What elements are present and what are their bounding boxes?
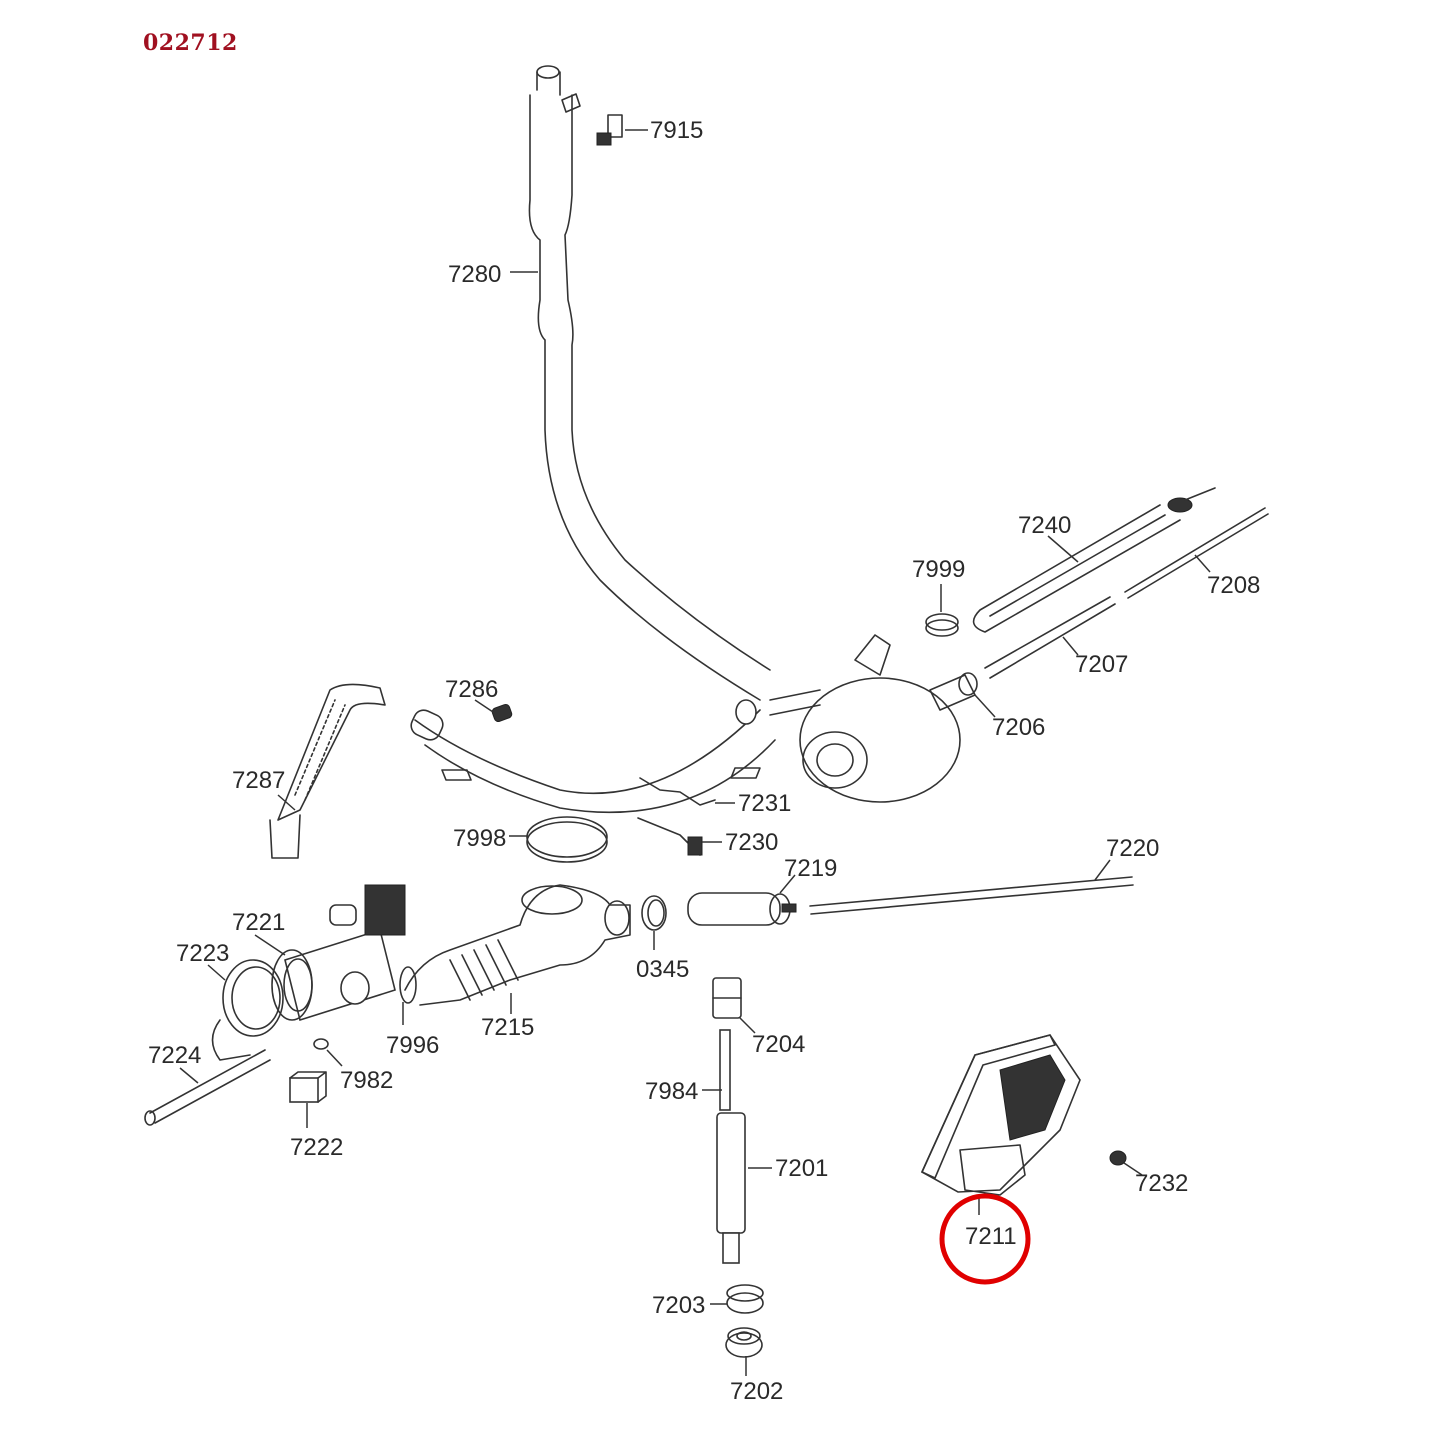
- part-7287-corrugated-hose[interactable]: 7287: [232, 683, 386, 859]
- highlight-circle: [939, 1193, 1031, 1285]
- label-7984[interactable]: 7984: [645, 1078, 698, 1105]
- label-7996[interactable]: 7996: [386, 1032, 439, 1059]
- part-7999-hose-clamp[interactable]: 7999: [912, 556, 965, 637]
- part-7280-vertical-hose[interactable]: 7280: [408, 65, 776, 814]
- label-7215[interactable]: 7215: [481, 1014, 534, 1041]
- label-7206[interactable]: 7206: [992, 714, 1045, 741]
- diagram-id: 022712: [143, 30, 238, 56]
- label-7224[interactable]: 7224: [148, 1042, 201, 1069]
- part-7231-wire-clip[interactable]: 7231: [639, 777, 791, 817]
- part-7240-heating-element[interactable]: 7240: [972, 487, 1216, 633]
- part-7204-connector-block[interactable]: 7204: [712, 977, 805, 1058]
- label-7203[interactable]: 7203: [652, 1292, 705, 1319]
- part-7219-filter-cartridge[interactable]: 7219: [687, 855, 837, 926]
- label-7982[interactable]: 7982: [340, 1067, 393, 1094]
- part-0345-o-ring[interactable]: 0345: [636, 895, 689, 983]
- label-7202[interactable]: 7202: [730, 1378, 783, 1405]
- part-7206-circulation-pump[interactable]: 7206: [769, 634, 1045, 803]
- label-7287[interactable]: 7287: [232, 767, 285, 794]
- label-7211[interactable]: 7211: [965, 1223, 1017, 1250]
- label-7998[interactable]: 7998: [453, 825, 506, 852]
- part-7215-bellows-hose[interactable]: 7215: [404, 884, 631, 1041]
- part-7915-fitting[interactable]: 7915: [596, 114, 703, 146]
- part-7203-damper-cap[interactable]: 7203: [652, 1284, 764, 1319]
- part-7202-damper-foot[interactable]: 7202: [725, 1327, 783, 1405]
- label-7220[interactable]: 7220: [1106, 835, 1159, 862]
- part-7984-shaft[interactable]: 7984: [645, 1029, 731, 1111]
- part-7232-small-nut[interactable]: 7232: [1109, 1150, 1188, 1197]
- label-7222[interactable]: 7222: [290, 1134, 343, 1161]
- label-7208[interactable]: 7208: [1207, 572, 1260, 599]
- label-7240[interactable]: 7240: [1018, 512, 1071, 539]
- label-7219[interactable]: 7219: [784, 855, 837, 882]
- part-7996-hose-clip[interactable]: 7996: [386, 966, 439, 1059]
- label-0345[interactable]: 0345: [636, 956, 689, 983]
- part-7230-sensor-bracket[interactable]: 7230: [637, 817, 778, 856]
- label-7280[interactable]: 7280: [448, 261, 501, 288]
- part-7211-control-module[interactable]: 7211: [920, 1034, 1081, 1285]
- part-7208-rod[interactable]: 7208: [1124, 507, 1269, 599]
- part-7998-clamp-ring[interactable]: 7998: [453, 816, 608, 863]
- label-7204[interactable]: 7204: [752, 1031, 805, 1058]
- label-7207[interactable]: 7207: [1075, 651, 1128, 678]
- part-7982-washer[interactable]: 7982: [313, 1038, 393, 1094]
- part-7201-shock-absorber[interactable]: 7201: [716, 1112, 828, 1264]
- part-7220-long-rod[interactable]: 7220: [809, 835, 1159, 915]
- label-7221[interactable]: 7221: [232, 909, 285, 936]
- part-7207-tube[interactable]: 7207: [984, 596, 1128, 679]
- label-7223[interactable]: 7223: [176, 940, 229, 967]
- label-7230[interactable]: 7230: [725, 829, 778, 856]
- label-7231[interactable]: 7231: [738, 790, 791, 817]
- part-7221-drain-pump[interactable]: 7221: [232, 884, 406, 1022]
- part-7286-nut[interactable]: 7286: [445, 676, 513, 723]
- label-7201[interactable]: 7201: [775, 1155, 828, 1182]
- label-7232[interactable]: 7232: [1135, 1170, 1188, 1197]
- label-7915[interactable]: 7915: [650, 117, 703, 144]
- label-7999[interactable]: 7999: [912, 556, 965, 583]
- label-7286[interactable]: 7286: [445, 676, 498, 703]
- part-7223-pump-gasket[interactable]: 7223: [176, 940, 284, 1061]
- part-7222-relay[interactable]: 7222: [289, 1071, 343, 1161]
- part-7224-drain-tube[interactable]: 7224: [144, 1042, 271, 1126]
